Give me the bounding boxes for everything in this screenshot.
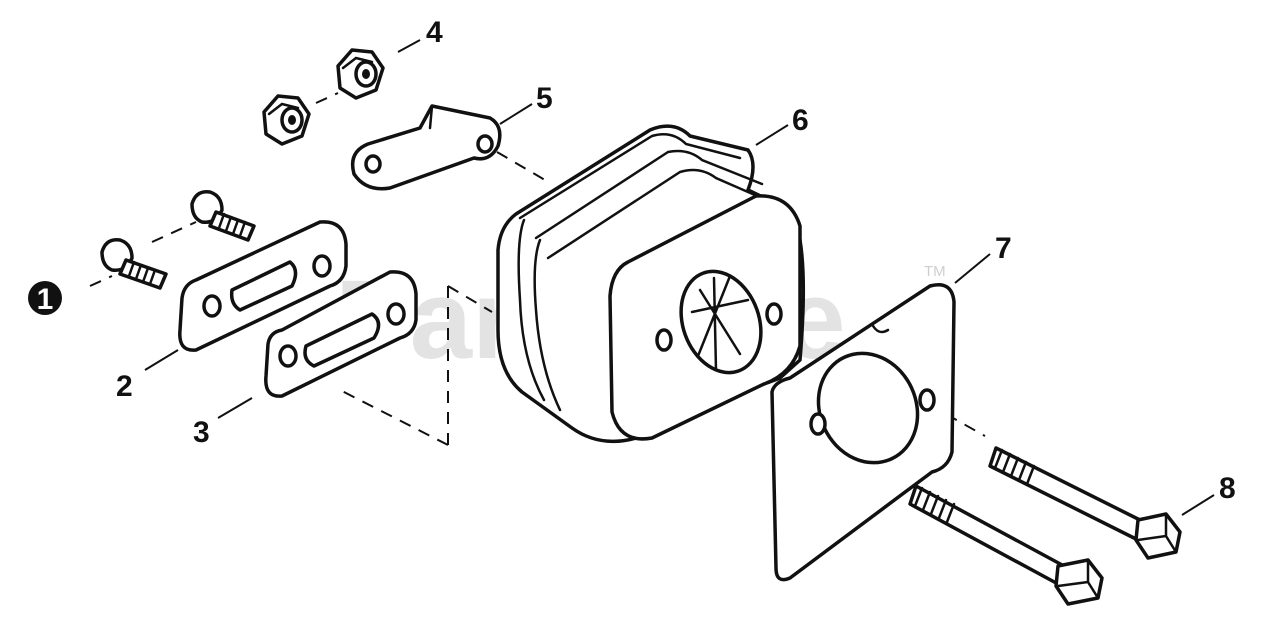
- callout-8-text: 8: [1219, 472, 1236, 505]
- callout-2-text: 2: [116, 370, 133, 403]
- bolt-lower: [908, 484, 1104, 606]
- watermark-trademark: TM: [924, 263, 946, 280]
- bolt-upper: [988, 446, 1182, 560]
- bracket: [350, 104, 502, 191]
- callout-1-text: 1: [37, 283, 54, 316]
- callout-7-text: 7: [995, 232, 1012, 265]
- screw-lower: [100, 238, 168, 290]
- gasket-large: [770, 283, 956, 582]
- muffler: [496, 124, 806, 444]
- plate: [178, 220, 348, 352]
- flange-nut-lower: [262, 94, 311, 146]
- assembly-dash-lines: [89, 92, 986, 446]
- gasket-small: [264, 270, 418, 398]
- callout-3-text: 3: [193, 416, 210, 449]
- callout-6-text: 6: [792, 104, 809, 137]
- callout-leaders: [144, 39, 1215, 516]
- callout-1: 1: [28, 281, 62, 316]
- screw-upper: [190, 190, 256, 242]
- callout-5-text: 5: [536, 82, 553, 115]
- callout-4-text: 4: [426, 16, 443, 49]
- flange-nut-upper: [336, 48, 385, 100]
